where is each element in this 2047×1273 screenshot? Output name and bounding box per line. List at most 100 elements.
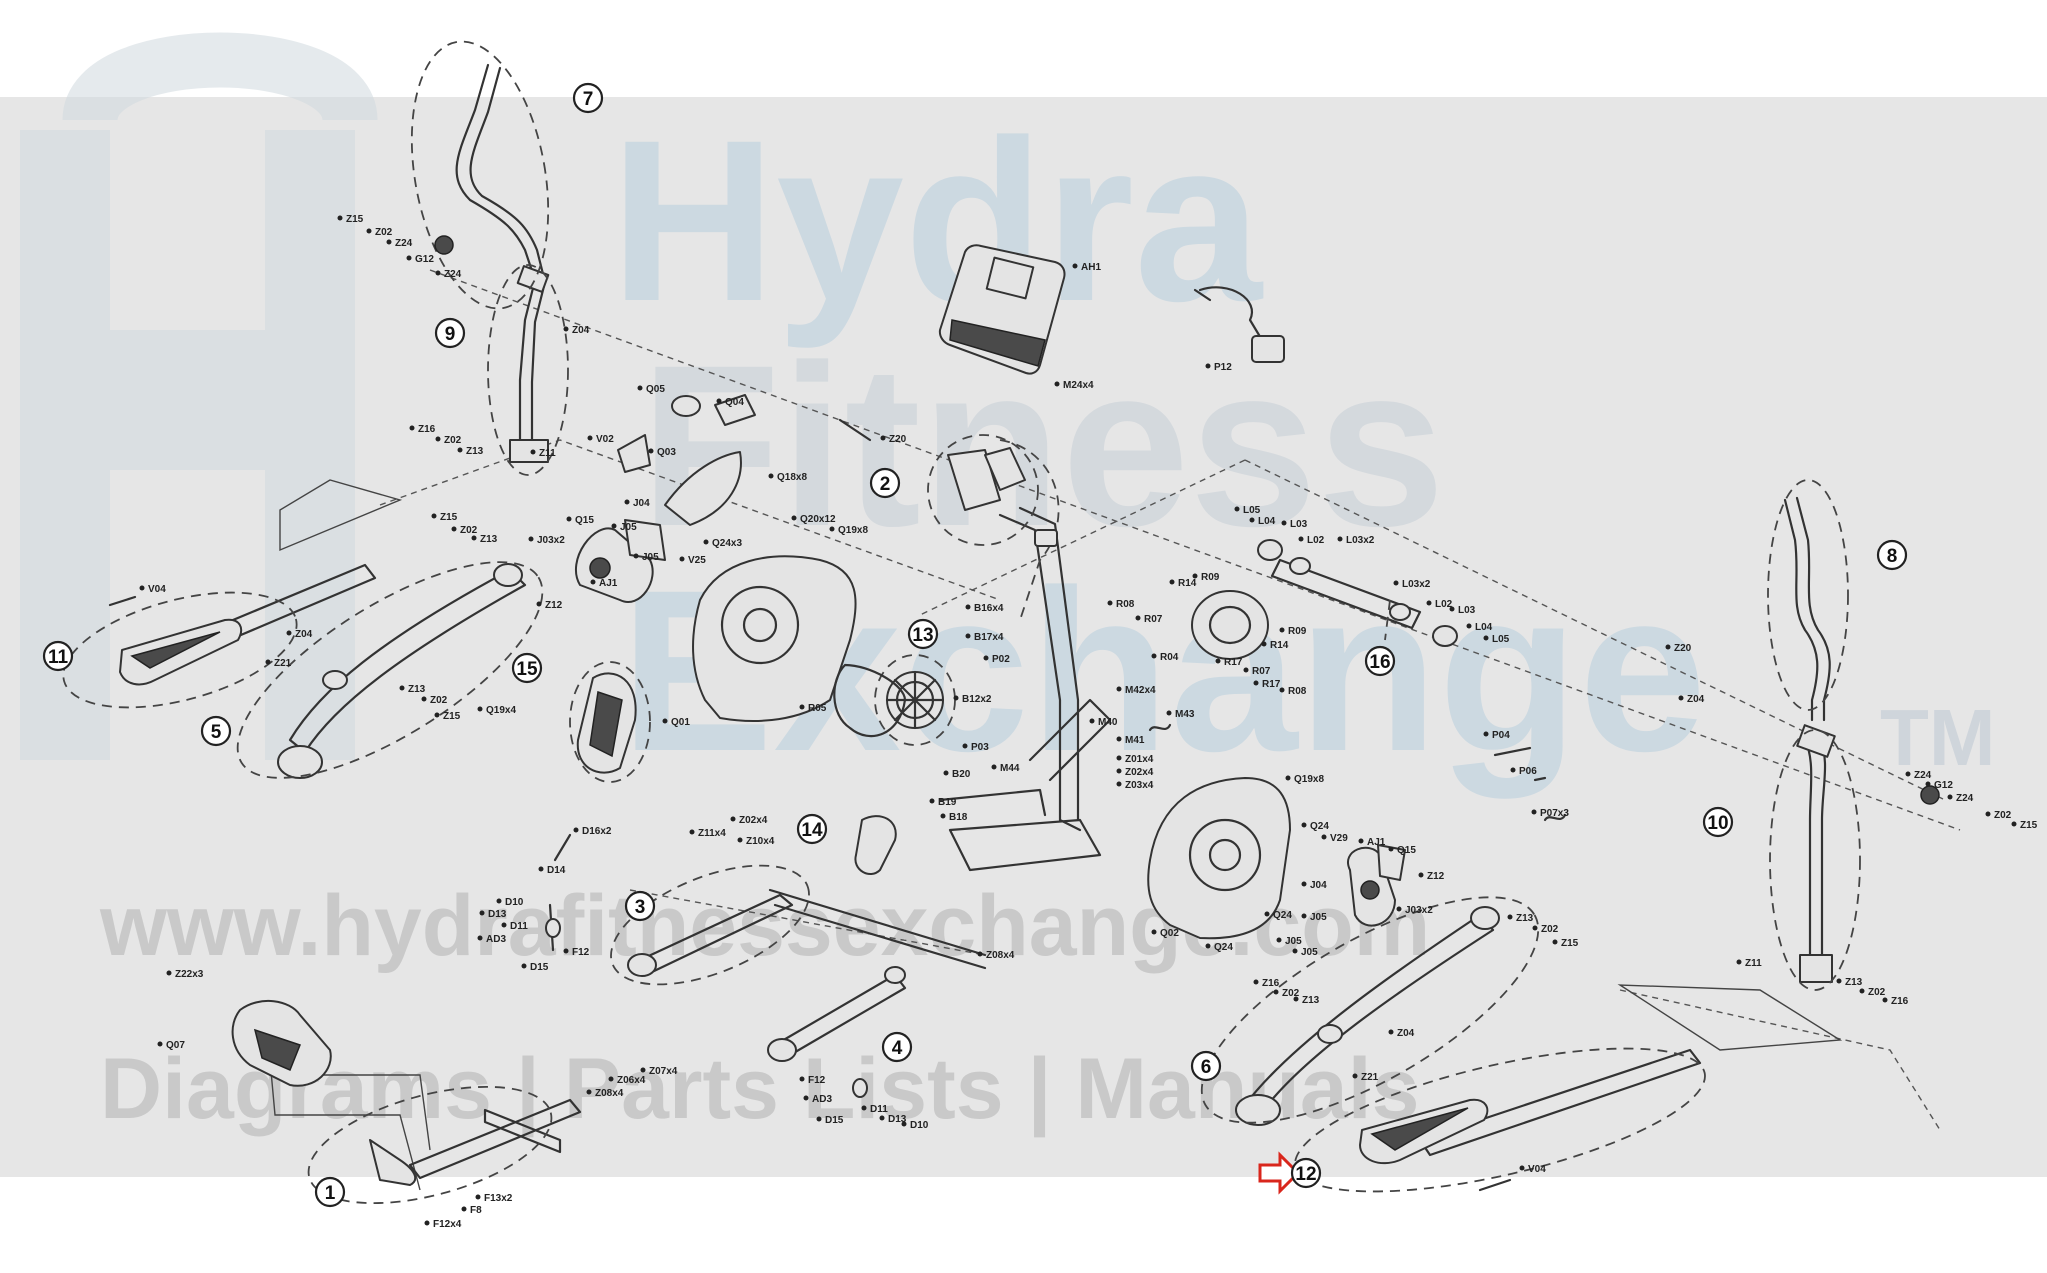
part-label: Z02 xyxy=(444,435,462,446)
part-marker-dot xyxy=(880,435,886,441)
callout-number: 2 xyxy=(880,474,891,495)
part-label: J05 xyxy=(1301,947,1318,958)
callout-circle xyxy=(624,890,656,922)
part-marker-dot xyxy=(435,436,441,442)
callout-16: 16 xyxy=(1364,645,1396,677)
part-label: Z24 xyxy=(444,269,462,280)
part-marker-dot xyxy=(399,685,405,691)
part-label: R04 xyxy=(1160,652,1179,663)
part-marker-dot xyxy=(977,951,983,957)
part-marker-dot xyxy=(799,1076,805,1082)
part-marker-dot xyxy=(648,448,654,454)
part-label: Z24 xyxy=(1914,770,1932,781)
part-label: D10 xyxy=(910,1120,929,1131)
callout-circle xyxy=(42,640,74,672)
part-label: Z20 xyxy=(1674,643,1692,654)
part-label: Z08x4 xyxy=(595,1088,624,1099)
part-marker-dot xyxy=(816,1116,822,1122)
part-marker-dot xyxy=(409,425,415,431)
part-label: B16x4 xyxy=(974,603,1004,614)
part-marker-dot xyxy=(1736,959,1742,965)
part-label: Z02 xyxy=(375,227,393,238)
part-marker-dot xyxy=(1089,718,1095,724)
callout-7: 7 xyxy=(572,82,604,114)
watermark-line1: Hydra xyxy=(610,92,1264,349)
part-label: Z08x4 xyxy=(986,950,1015,961)
part-marker-dot xyxy=(962,743,968,749)
part-marker-dot xyxy=(1116,736,1122,742)
part-marker-dot xyxy=(799,704,805,710)
part-marker-dot xyxy=(587,435,593,441)
part-label: V04 xyxy=(1528,1164,1546,1175)
part-label: F12x4 xyxy=(433,1219,462,1230)
part-marker-dot xyxy=(991,764,997,770)
part-label: Q15 xyxy=(575,515,594,526)
callout-14: 14 xyxy=(796,813,828,845)
part-label: J05 xyxy=(620,522,637,533)
part-marker-dot xyxy=(386,239,392,245)
part-label: Z15 xyxy=(346,214,364,225)
part-label: M41 xyxy=(1125,735,1145,746)
part-marker-dot xyxy=(861,1105,867,1111)
part-marker-dot xyxy=(1166,710,1172,716)
part-marker-dot xyxy=(1151,653,1157,659)
right-handlebar-assembly xyxy=(1767,479,1940,991)
part-label: Z04 xyxy=(572,325,590,336)
part-marker-dot xyxy=(1293,996,1299,1002)
part-marker-dot xyxy=(1396,906,1402,912)
left-belt-drive xyxy=(574,519,666,603)
part-marker-dot xyxy=(406,255,412,261)
part-marker-dot xyxy=(566,516,572,522)
part-marker-dot xyxy=(1678,695,1684,701)
part-label: R17 xyxy=(1224,657,1243,668)
part-label: Q19x8 xyxy=(1294,774,1324,785)
part-label: M44 xyxy=(1000,763,1020,774)
part-label: AH1 xyxy=(1081,262,1101,273)
part-marker-dot xyxy=(475,1194,481,1200)
part-marker-dot xyxy=(1116,781,1122,787)
callout-number: 12 xyxy=(1295,1164,1316,1185)
part-marker-dot xyxy=(803,1095,809,1101)
part-label: Z07x4 xyxy=(649,1066,678,1077)
part-label: AD3 xyxy=(812,1094,832,1105)
part-label: L03 xyxy=(1458,605,1476,616)
part-label: AJ1 xyxy=(1367,837,1386,848)
part-label: D15 xyxy=(530,962,549,973)
callout-circle xyxy=(314,1176,346,1208)
part-marker-dot xyxy=(479,910,485,916)
part-label: V04 xyxy=(148,584,166,595)
callout-circle xyxy=(572,82,604,114)
part-marker-dot xyxy=(1321,834,1327,840)
part-label: F12 xyxy=(572,947,590,958)
part-label: Z11 xyxy=(539,448,556,459)
part-label: D11 xyxy=(870,1104,888,1115)
part-marker-dot xyxy=(366,228,372,234)
part-label: Z13 xyxy=(480,534,498,545)
callout-circle xyxy=(200,715,232,747)
part-marker-dot xyxy=(940,813,946,819)
part-label: B17x4 xyxy=(974,632,1004,643)
part-label: Z16 xyxy=(1891,996,1909,1007)
part-marker-dot xyxy=(633,553,639,559)
part-label: M42x4 xyxy=(1125,685,1156,696)
part-label: L04 xyxy=(1258,516,1276,527)
part-marker-dot xyxy=(1253,979,1259,985)
part-label: D13 xyxy=(488,909,507,920)
main-frame xyxy=(927,434,1112,872)
part-marker-dot xyxy=(501,922,507,928)
callout-number: 7 xyxy=(583,89,594,110)
part-marker-dot xyxy=(1135,615,1141,621)
part-label: L03 xyxy=(1290,519,1308,530)
part-marker-dot xyxy=(1279,627,1285,633)
part-label: B20 xyxy=(952,769,971,780)
part-label: Q05 xyxy=(646,384,665,395)
callout-number: 8 xyxy=(1887,546,1898,567)
part-label: Q07 xyxy=(166,1040,185,1051)
callout-number: 10 xyxy=(1707,813,1728,834)
part-marker-dot xyxy=(461,1206,467,1212)
callout-circle xyxy=(907,618,939,650)
part-marker-dot xyxy=(496,898,502,904)
part-marker-dot xyxy=(337,215,343,221)
part-marker-dot xyxy=(1449,606,1455,612)
